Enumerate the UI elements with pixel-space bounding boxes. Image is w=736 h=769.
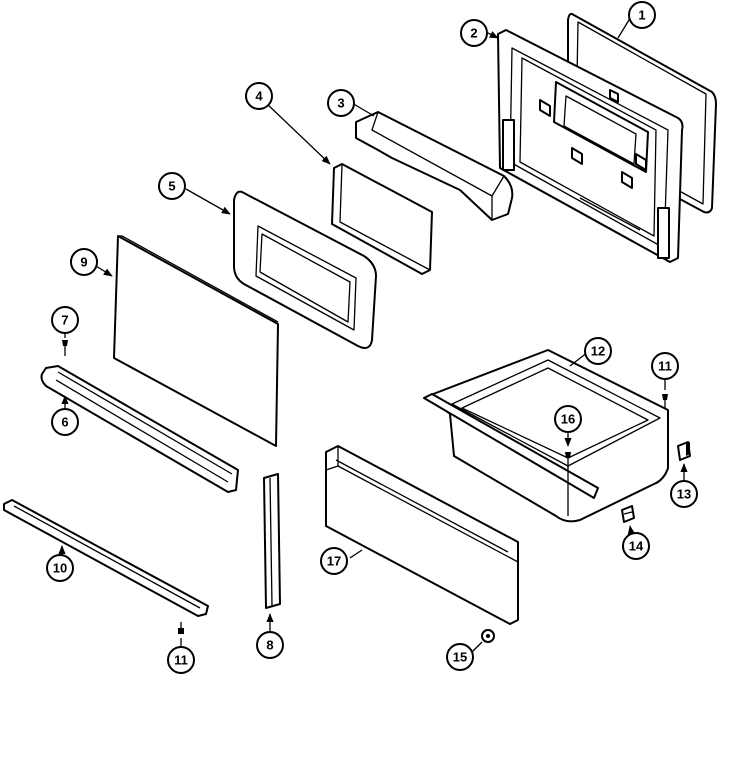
callout-2: 2 <box>460 19 488 47</box>
callout-14: 14 <box>622 532 650 560</box>
callout-label-7: 7 <box>61 313 68 328</box>
callout-label-13: 13 <box>677 487 691 502</box>
callout-10: 10 <box>46 554 74 582</box>
drawer-12 <box>423 349 669 523</box>
callout-16: 16 <box>554 405 582 433</box>
strip-8 <box>263 473 281 632</box>
strip-10 <box>3 499 209 617</box>
leveler-15 <box>471 629 495 653</box>
callout-label-11-lower: 11 <box>174 653 188 668</box>
inner-door-frame <box>487 29 684 263</box>
callout-label-1: 1 <box>638 8 645 23</box>
callout-17: 17 <box>320 547 348 575</box>
callout-12: 12 <box>584 337 612 365</box>
callout-label-9: 9 <box>80 255 87 270</box>
callout-label-17: 17 <box>327 554 341 569</box>
callout-label-3: 3 <box>337 96 344 111</box>
window-frame <box>185 188 377 349</box>
vent-duct <box>351 102 514 221</box>
outer-door-panel <box>95 235 279 447</box>
callout-label-10: 10 <box>53 561 67 576</box>
callout-11-lower: 11 <box>167 646 195 674</box>
drawer-front-17 <box>325 445 519 625</box>
callout-5: 5 <box>158 172 186 200</box>
callout-label-6: 6 <box>61 415 68 430</box>
callout-label-8: 8 <box>266 638 273 653</box>
door-trim-6 <box>40 365 239 493</box>
callout-4: 4 <box>245 82 273 110</box>
callout-label-12: 12 <box>591 344 605 359</box>
callout-15: 15 <box>446 643 474 671</box>
screw-11-upper <box>662 379 668 408</box>
clip-13 <box>677 441 691 482</box>
callout-label-11-upper: 11 <box>658 359 672 374</box>
callout-1: 1 <box>628 1 656 29</box>
screw-7 <box>62 332 68 356</box>
door-glass <box>265 102 433 275</box>
callout-6: 6 <box>51 408 79 436</box>
callout-13: 13 <box>670 480 698 508</box>
screw-11-lower <box>178 622 184 646</box>
callout-label-16: 16 <box>561 412 575 427</box>
screw-16 <box>564 431 572 468</box>
callout-label-14: 14 <box>629 539 644 554</box>
callout-label-4: 4 <box>255 89 263 104</box>
callout-7: 7 <box>51 306 79 334</box>
callout-label-2: 2 <box>470 26 477 41</box>
callout-label-5: 5 <box>168 179 175 194</box>
callout-8: 8 <box>256 631 284 659</box>
callout-9: 9 <box>70 248 98 276</box>
callout-3: 3 <box>327 89 355 117</box>
callout-11-upper: 11 <box>651 352 679 380</box>
callout-label-15: 15 <box>453 650 467 665</box>
